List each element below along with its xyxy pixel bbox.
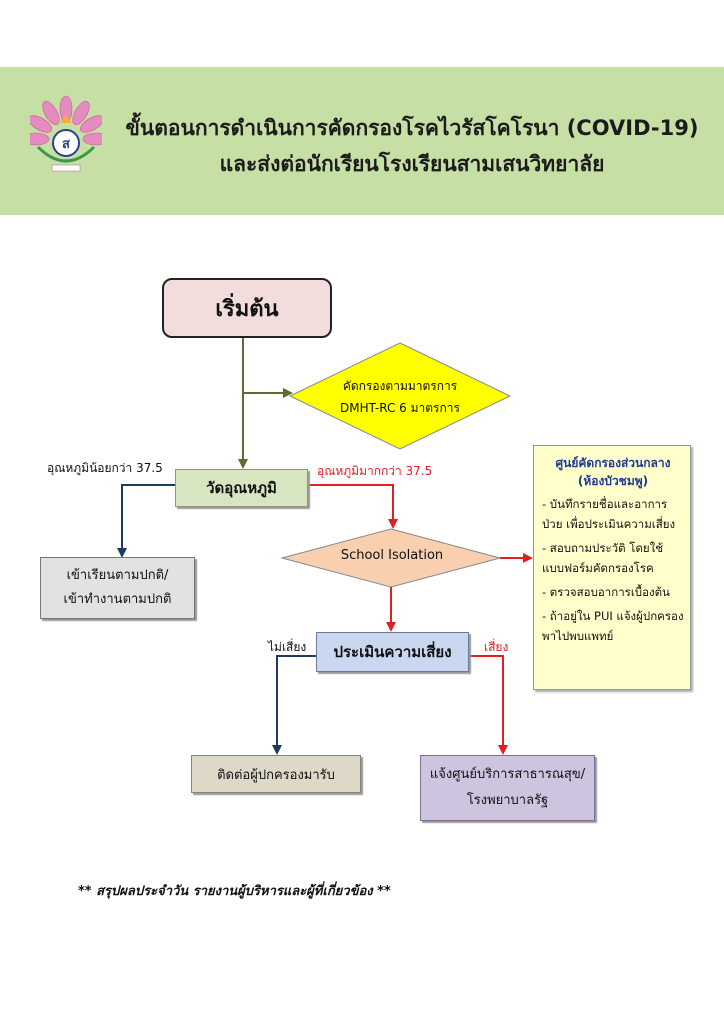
header-banner — [0, 67, 724, 215]
title-line-1: ขั้นตอนการดำเนินการคัดกรองโรคไวรัสโคโรนา… — [125, 116, 699, 140]
risk-label: เสี่ยง — [484, 640, 509, 654]
arrow-temp-to-isolation — [308, 484, 398, 529]
start-node: เริ่มต้น — [162, 278, 332, 338]
health-line-1: แจ้งศูนย์บริการสาธารณสุข/ — [429, 767, 586, 782]
page-title: ขั้นตอนการดำเนินการคัดกรองโรคไวรัสโคโรนา… — [112, 110, 712, 182]
arrow-assess-to-parent — [272, 655, 316, 755]
center-title-line-2: (ห้องบัวชมพู) — [577, 474, 649, 488]
arrow-assess-to-health — [469, 655, 508, 755]
screening-line-2: DMHT-RC 6 มาตรการ — [340, 401, 460, 415]
svg-text:ส: ส — [62, 137, 70, 152]
notify-health-node: แจ้งศูนย์บริการสาธารณสุข/ โรงพยาบาลรัฐ — [420, 755, 595, 821]
normal-attendance-node: เข้าเรียนตามปกติ/ เข้าทำงานตามปกติ — [40, 557, 195, 619]
normal-line-2: เข้าทำงานตามปกติ — [63, 592, 172, 607]
center-item: - สอบถามประวัติ โดยใช้แบบฟอร์มคัดกรองโรค — [542, 541, 664, 575]
temp-low-label: อุณหภูมิน้อยกว่า 37.5 — [47, 461, 163, 475]
temperature-label: วัดอุณหภูมิ — [206, 479, 277, 497]
temp-high-label: อุณหภูมิมากกว่า 37.5 — [317, 464, 433, 478]
center-item: - บันทึกรายชื่อและอาการป่วย เพื่อประเมิน… — [542, 497, 676, 531]
center-title-line-1: ศูนย์คัดกรองส่วนกลาง — [555, 456, 671, 470]
risk-assessment-node: ประเมินความเสี่ยง — [316, 632, 469, 672]
title-line-2: และส่งต่อนักเรียนโรงเรียนสามเสนวิทยาลัย — [219, 152, 605, 176]
footer-note: ** สรุปผลประจำวัน รายงานผู้บริหารและผู้ท… — [78, 884, 391, 899]
arrow-temp-to-normal — [117, 484, 175, 558]
center-item: - ถ้าอยู่ใน PUI แจ้งผู้ปกครองพาไปพบแพทย์ — [542, 609, 684, 643]
contact-parent-node: ติดต่อผู้ปกครองมารับ — [191, 755, 361, 793]
normal-line-1: เข้าเรียนตามปกติ/ — [66, 568, 169, 583]
health-line-2: โรงพยาบาลรัฐ — [466, 793, 549, 808]
parent-label: ติดต่อผู้ปกครองมารับ — [217, 767, 335, 783]
screening-label: คัดกรองตามมาตรการ DMHT-RC 6 มาตรการ — [300, 375, 500, 419]
isolation-label: School Isolation — [340, 548, 444, 563]
screening-decision — [288, 342, 512, 450]
assess-label: ประเมินความเสี่ยง — [333, 643, 452, 661]
no-risk-label: ไม่เสี่ยง — [268, 640, 307, 654]
center-item: - ตรวจสอบอาการเบื้องต้น — [542, 585, 670, 599]
temperature-node: วัดอุณหภูมิ — [175, 469, 308, 507]
start-label: เริ่มต้น — [215, 296, 279, 322]
central-screening-box: ศูนย์คัดกรองส่วนกลาง (ห้องบัวชมพู) - บัน… — [533, 445, 691, 690]
screening-line-1: คัดกรองตามมาตรการ — [342, 379, 458, 393]
school-logo-icon: ส — [30, 95, 102, 172]
